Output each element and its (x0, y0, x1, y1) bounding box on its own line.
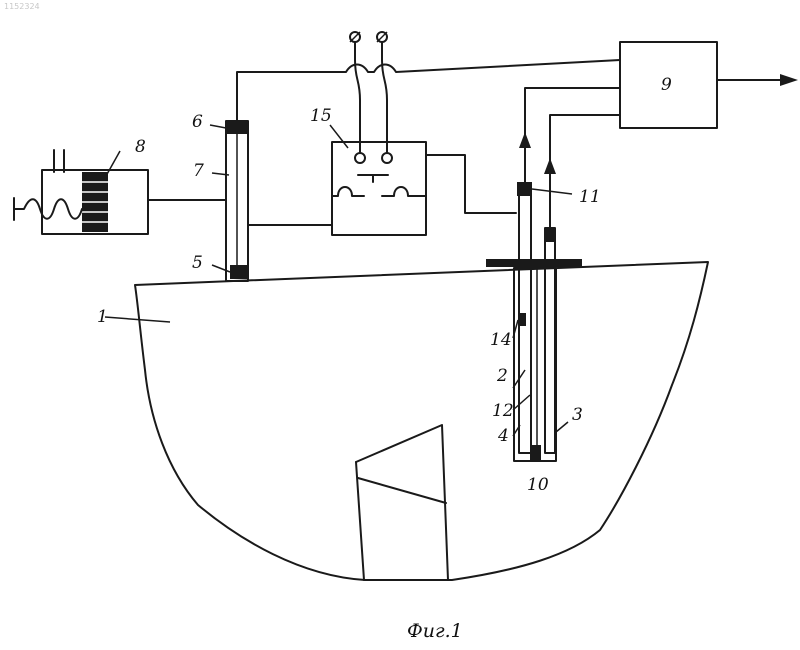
vessel-gate (356, 425, 448, 580)
electrode-14 (518, 313, 526, 326)
doc-number: 1152324 (4, 2, 40, 11)
leader-lines (105, 125, 572, 436)
label-11: 11 (579, 187, 601, 207)
figure-caption: Фиг.1 (407, 620, 463, 642)
label-6: 6 (192, 112, 203, 132)
label-4: 4 (497, 426, 509, 446)
output-arrow (780, 74, 798, 86)
electrode-6 (226, 120, 248, 134)
label-9: 9 (661, 75, 672, 95)
probe-line-b (550, 115, 620, 228)
label-12: 12 (492, 401, 514, 421)
probe-arrow-b (544, 158, 556, 174)
vessel-body (135, 262, 708, 580)
label-7: 7 (193, 161, 204, 181)
wire-relay-probe (426, 155, 516, 213)
sensor-tube-7 (226, 121, 248, 281)
electrode-10 (530, 445, 541, 462)
power-terminals (350, 32, 387, 152)
relay-15 (332, 142, 426, 235)
electrode-5 (230, 265, 247, 279)
probe-line-a (525, 88, 620, 182)
signal-line-top (237, 60, 620, 120)
label-1: 1 (97, 307, 108, 327)
probe-arrow-a (519, 132, 531, 148)
electrode-3-top (545, 228, 555, 242)
electrode-11 (517, 182, 532, 196)
label-8: 8 (135, 137, 146, 157)
label-3: 3 (572, 405, 583, 425)
label-14: 14 (490, 330, 512, 350)
label-10: 10 (527, 475, 549, 495)
label-5: 5 (192, 253, 203, 273)
label-15: 15 (310, 106, 332, 126)
label-2: 2 (496, 366, 508, 386)
